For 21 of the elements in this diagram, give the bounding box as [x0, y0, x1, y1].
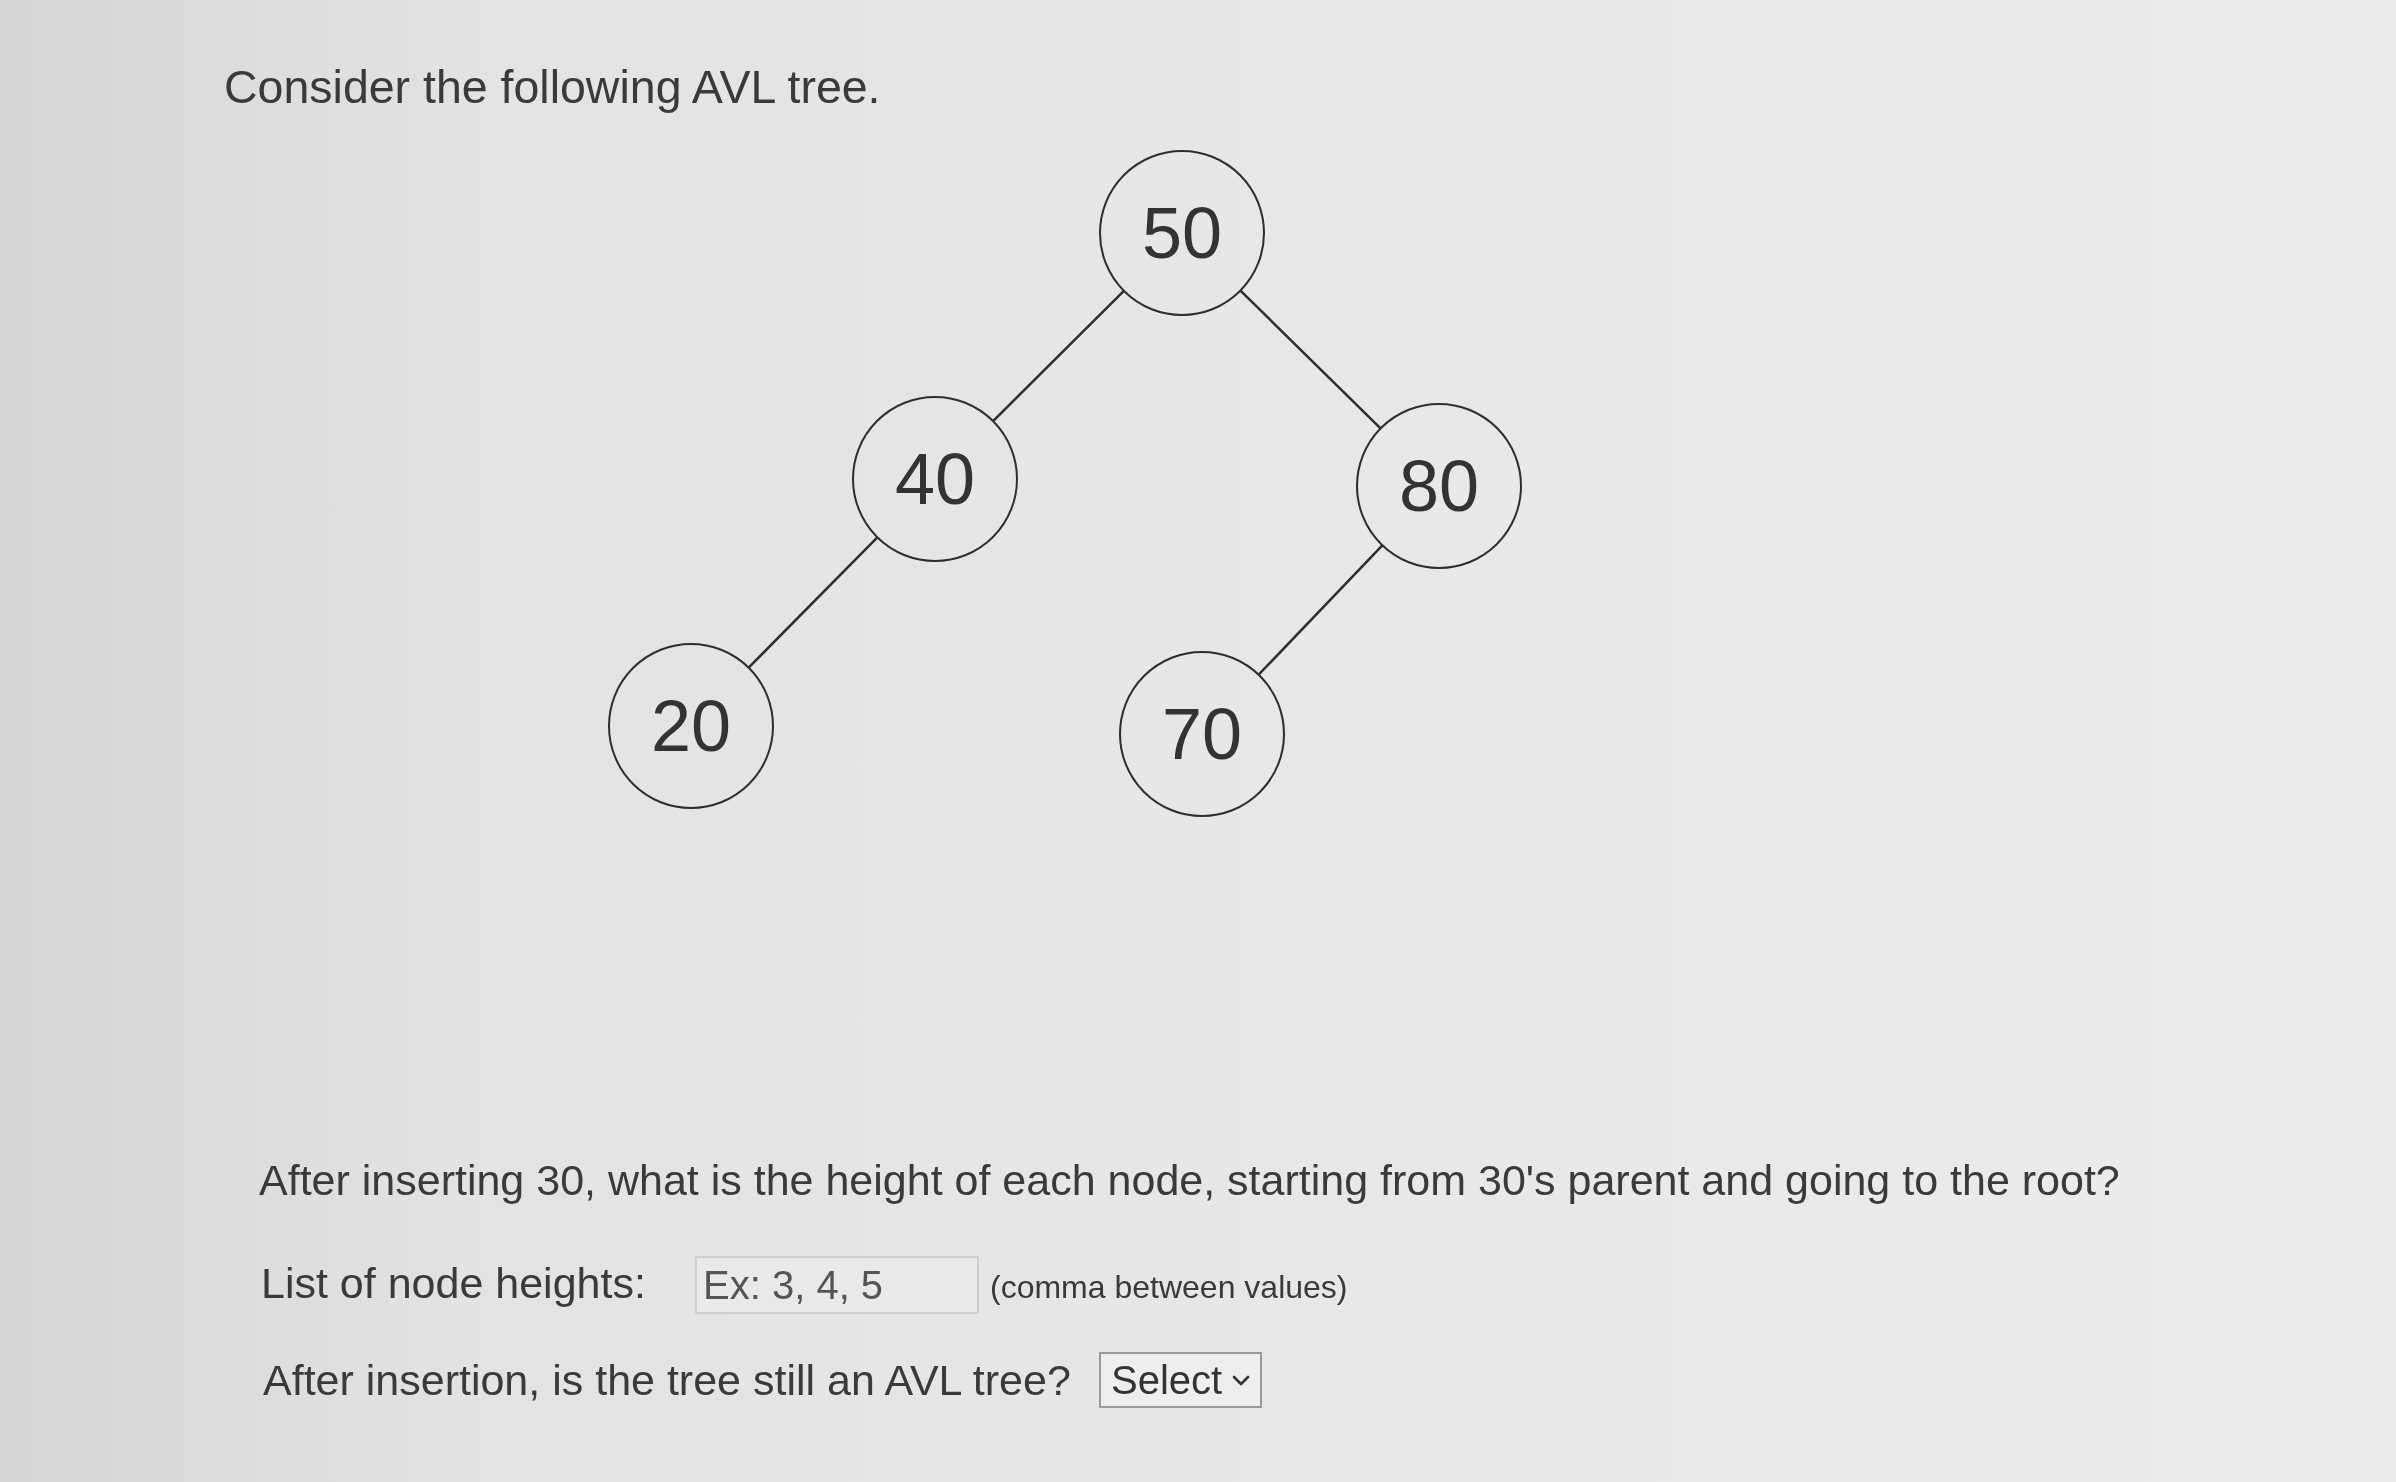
- node-value: 80: [1398, 446, 1480, 526]
- tree-edge-line: [1257, 544, 1384, 676]
- node-value: 70: [1161, 694, 1243, 774]
- tree-node-circle: [1356, 403, 1522, 569]
- node-value: 40: [894, 439, 976, 519]
- node-value: 50: [1141, 193, 1223, 273]
- tree-edge-line: [992, 290, 1125, 423]
- node-value: 20: [650, 686, 732, 766]
- tree-node-circle: [608, 643, 774, 809]
- question-text: After inserting 30, what is the height of each node, starting from 30's parent and going to the root?: [259, 1155, 2120, 1206]
- select-dropdown: Select: [1099, 1352, 1263, 1408]
- tree-edge-line: [747, 536, 879, 669]
- input-field: Ex: 3, 4, 5: [695, 1256, 979, 1314]
- tree-edge-line: [1239, 289, 1382, 430]
- field-label: List of node heights:: [261, 1258, 646, 1309]
- tree-node-circle: [852, 396, 1018, 562]
- question-text: After insertion, is the tree still an AVL tree?: [263, 1355, 1071, 1406]
- tree-node-circle: [1119, 651, 1285, 817]
- hint-text: (comma between values): [990, 1268, 1348, 1307]
- question-heading: Consider the following AVL tree.: [224, 60, 881, 115]
- tree-node-circle: [1099, 150, 1265, 316]
